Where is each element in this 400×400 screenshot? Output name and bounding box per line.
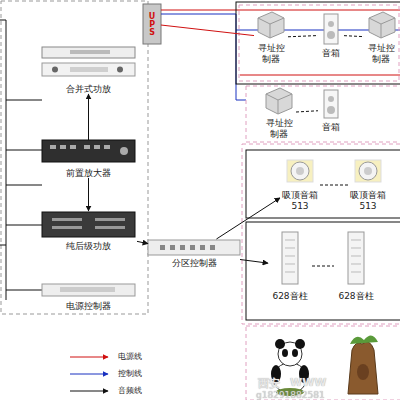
signal-connector	[320, 185, 348, 186]
signal-connector	[344, 36, 364, 37]
node-label: 吸顶音箱 513	[280, 190, 320, 211]
rack-frame	[1, 1, 148, 314]
node-label: 合并式功放	[66, 84, 111, 94]
address-controller: 寻址控制器	[254, 11, 288, 64]
speaker-box-icon	[324, 14, 338, 118]
node-label: 寻址控制器	[256, 43, 286, 64]
signal-connector	[216, 198, 280, 239]
power-panel	[60, 287, 115, 292]
amp-device: 合并式功放	[40, 62, 137, 94]
signal-connector	[288, 36, 318, 37]
preamp-buttons	[50, 145, 128, 155]
legend-samples	[70, 357, 108, 391]
power-unit	[42, 284, 135, 296]
ceiling-speaker: 吸顶音箱 513	[348, 159, 388, 211]
zone-frame	[239, 5, 399, 81]
signal-connector	[312, 266, 334, 267]
zone-frame	[242, 144, 400, 324]
node-label: 628音柱	[338, 291, 373, 301]
speaker-box: 音箱	[318, 12, 344, 58]
signal-connector	[296, 111, 318, 112]
column-speaker: 628音柱	[268, 231, 312, 301]
amp-panel	[70, 67, 108, 72]
zone-frame	[236, 2, 400, 84]
preamp-device: 前置放大器	[40, 140, 137, 178]
signal-connector	[240, 259, 268, 263]
supply-lines	[161, 10, 400, 100]
node-label: 分区控制器	[172, 258, 217, 268]
node-label: 音箱	[322, 122, 340, 132]
ceiling-speaker: 吸顶音箱 513	[280, 159, 320, 211]
column-speaker: 628音柱	[334, 231, 378, 301]
watermark: g18291882581	[256, 390, 325, 400]
watermark: 西安	[258, 376, 280, 391]
signal-connector	[88, 178, 89, 211]
signal-connector	[161, 25, 254, 36]
power-amp-vents	[52, 218, 125, 229]
node-label: 628音柱	[272, 291, 307, 301]
legend-item: 控制线	[70, 368, 190, 382]
node-label: 吸顶音箱 513	[348, 190, 388, 211]
legend-label: 电源线	[118, 351, 142, 362]
power-amp-unit	[42, 212, 135, 237]
zone-frame	[246, 326, 400, 400]
zone-unit	[148, 240, 240, 255]
preamp-unit	[42, 140, 135, 162]
node-label: 前置放大器	[66, 168, 111, 178]
legend-item: 音频线	[70, 385, 190, 399]
knob	[52, 67, 58, 73]
signal-connector	[137, 241, 148, 243]
zone-frame	[246, 222, 400, 320]
watermark: WWW	[290, 376, 326, 389]
node-label: 寻址控制器	[264, 118, 294, 139]
node-label: UPS	[147, 12, 156, 36]
knob	[117, 67, 123, 73]
zone-switches	[160, 245, 215, 250]
tree-speaker-icon	[348, 335, 378, 394]
legend-item: 电源线	[70, 351, 190, 365]
zone-frame	[246, 150, 400, 218]
zone-controller-device: 分区控制器	[148, 239, 240, 268]
node-label: 纯后级功放	[66, 241, 111, 251]
rack-display	[70, 50, 110, 54]
legend-label: 控制线	[118, 368, 142, 379]
signal-connector	[88, 94, 89, 140]
rack-unit	[42, 47, 135, 58]
ups-device: UPS	[143, 4, 161, 44]
amp-unit	[42, 63, 135, 76]
address-controller: 寻址控制器	[364, 11, 398, 64]
node-label: 音箱	[322, 48, 340, 58]
column-speaker-icon	[282, 232, 364, 284]
zone-frame	[246, 86, 400, 142]
ceiling-speaker-icon	[287, 160, 381, 182]
node-label: 电源控制器	[66, 301, 111, 311]
power-controller-device: 电源控制器	[40, 283, 137, 311]
ups-tower	[143, 4, 161, 44]
speaker-box: 音箱	[318, 88, 344, 132]
node-label: 寻址控制器	[366, 43, 396, 64]
source-wires	[0, 20, 42, 300]
legend-label: 音频线	[118, 385, 142, 396]
power-amp-device: 纯后级功放	[40, 211, 137, 251]
address-controller: 寻址控制器	[262, 87, 296, 139]
